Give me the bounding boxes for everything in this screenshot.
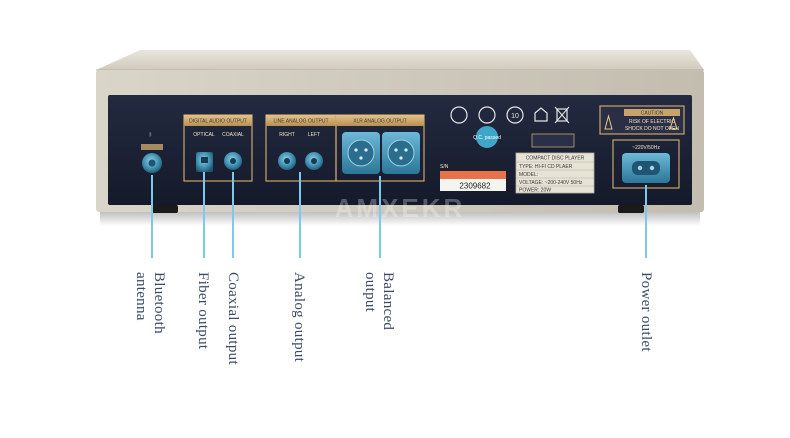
xlr-balanced-section: XLR ANALOG OUTPUT [335,114,425,182]
callout-balanced-line1: Balanced [380,272,396,331]
weee-bin-icon [556,108,568,122]
digital-section-label: DIGITAL AUDIO OUTPUT [189,119,247,125]
xlr-section-label: XLR ANALOG OUTPUT [353,119,407,125]
caution-line2: SHOCK DO NOT OPEN [625,126,679,132]
qc-badge-text: Q.C. passed [473,135,501,141]
serial-header-strip [440,171,506,179]
bluetooth-antenna: ᛒ [141,132,163,173]
left-label: LEFT [308,132,320,138]
cert-icon [450,106,468,124]
indoor-use-icon [534,107,548,122]
svg-text:10: 10 [511,113,519,120]
callout-bluetooth-line1: Bluetooth [151,272,167,334]
nameplate-title: COMPACT DISC PLAYER [526,156,585,162]
callout-balanced-line2: output [362,272,378,313]
nameplate-type: TYPE: HI-FI CD PLAER [519,164,573,170]
line-section-label: LINE ANALOG OUTPUT [273,119,328,125]
caution-title: CAUTION [641,111,664,117]
nameplate: COMPACT DISC PLAYER TYPE: HI-FI CD PLAER… [515,152,595,194]
model-label [531,133,575,148]
nameplate-voltage: VOLTAGE: ~200-240V 50Hz [519,180,583,186]
chassis-lid [96,50,704,70]
recycle-icon [478,106,496,124]
caution-label: CAUTION RISK OF ELECTRIC SHOCK DO NOT OP… [599,105,685,135]
callout-fiber-output: Fiber output [195,272,211,350]
foot [618,205,644,213]
watermark: AMXEKR [335,193,466,223]
power-rating: ~220V/50Hz [632,145,660,151]
coaxial-label: COAXIAL [222,132,244,138]
callout-power-outlet: Power outlet [638,272,654,352]
exclamation-warning-icon [669,116,678,130]
leader-lines [151,172,647,258]
serial-number: 2309682 [459,182,491,191]
foot [152,205,178,213]
serial-prefix: S/N [440,164,449,170]
nameplate-model: MODEL: [519,172,538,178]
floor-shadow [100,212,700,226]
callout-coaxial-output: Coaxial output [225,272,241,365]
right-label: RIGHT [279,132,295,138]
callout-analog-output: Analog output [291,272,307,363]
nameplate-power: POWER: 20W [519,188,551,194]
bluetooth-icon: ᛒ [149,132,152,138]
lightning-warning-icon [604,114,613,130]
line-analog-section: LINE ANALOG OUTPUT RIGHT LEFT [265,114,337,182]
ten-year-icon [506,106,524,124]
serial-plate [440,179,506,191]
certification-icons: 10 [450,106,570,124]
serial-block: S/N 2309682 [440,164,506,191]
digital-audio-section: DIGITAL AUDIO OUTPUT OPTICAL COAXIAL [183,114,253,182]
qc-badge: Q.C. passed [473,126,501,148]
caution-line1: RISK OF ELECTRIC [629,119,676,125]
optical-label: OPTICAL [193,132,215,138]
callout-bluetooth-line2: antenna [133,272,149,321]
